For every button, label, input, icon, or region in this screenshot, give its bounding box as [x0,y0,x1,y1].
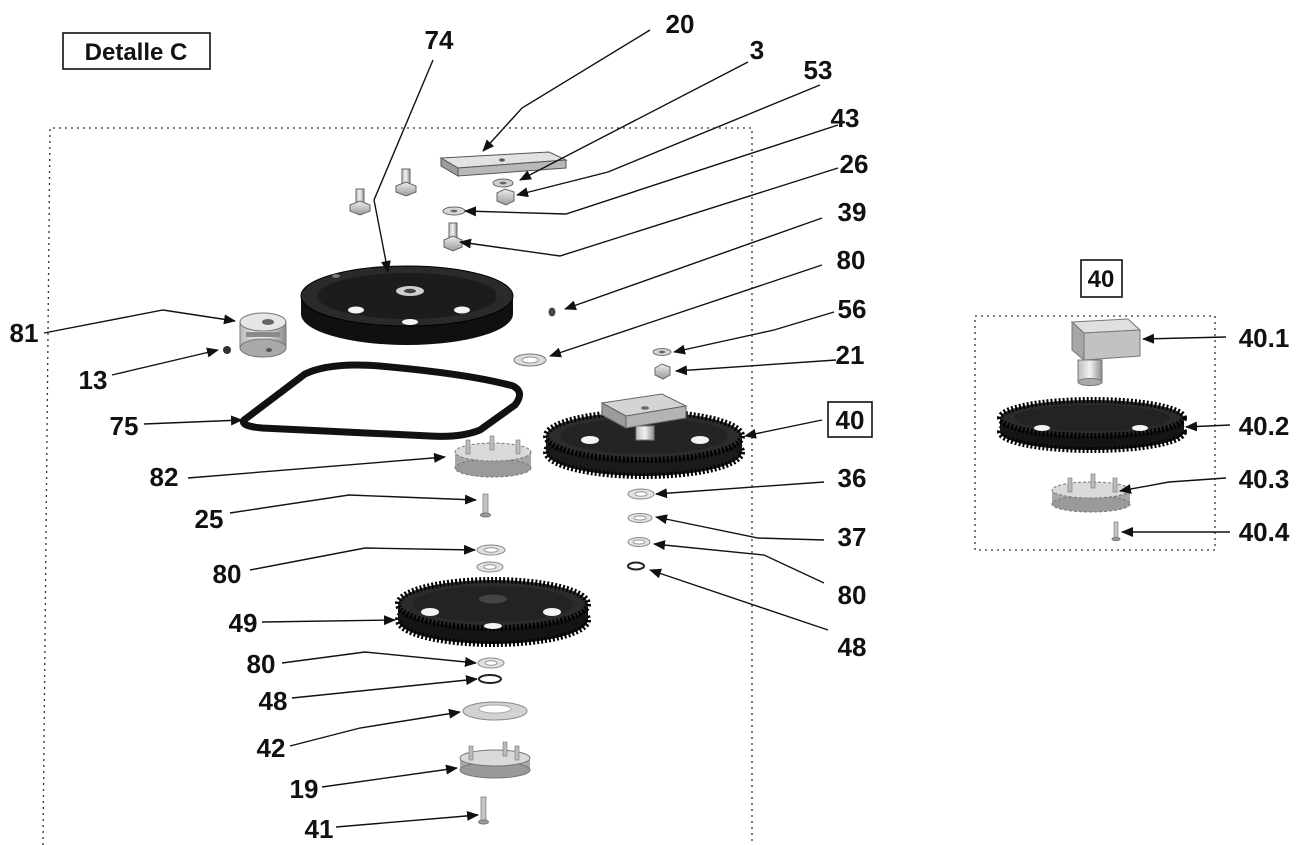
part-pulley-74 [300,265,514,345]
part-washer-37 [627,513,653,523]
label-80-top: 80 [837,245,866,275]
label-48-lower: 48 [259,686,288,716]
label-25: 25 [195,504,224,534]
part-nut-21 [654,363,671,380]
label-41: 41 [305,814,334,844]
part-washer-80-upper-right [513,353,547,367]
label-37: 37 [838,522,867,552]
label-40-1: 40.1 [1239,323,1290,353]
part-setscrew-13 [223,346,231,354]
part-flange-bolt-right [395,168,417,197]
label-48-right: 48 [838,632,867,662]
label-81: 81 [10,318,39,348]
sub-detail-frame [974,315,1216,551]
part-gear-40-2 [997,397,1187,453]
part-washer-3 [492,178,514,188]
part-setscrew-39 [548,307,556,317]
label-40-boxed: 40 [827,401,873,438]
label-56: 56 [838,294,867,324]
part-washer-36 [627,488,655,500]
part-circlip-48-right [627,561,645,571]
part-washer-56 [652,348,672,356]
label-80-center: 80 [213,559,242,589]
part-washer-80-right [627,537,651,547]
part-circlip-48-lower [478,674,502,684]
part-gear-assembly-40 [543,393,745,479]
label-3: 3 [750,35,764,65]
svg-text:40: 40 [836,405,865,435]
label-75: 75 [110,411,139,441]
part-screw-40-4 [1111,521,1121,542]
label-82: 82 [150,462,179,492]
part-hub-19 [459,741,531,779]
leader-lines [43,29,1231,828]
part-screw-41 [478,796,489,825]
label-26: 26 [840,149,869,179]
part-plate-20 [439,151,568,177]
part-bolt-26 [443,222,463,252]
svg-text:40: 40 [1088,266,1115,293]
part-washer-80-lower [477,657,505,669]
label-74: 74 [425,25,454,55]
part-washer-42 [462,701,528,721]
sub-detail-title: 40 [1080,259,1123,298]
label-20: 20 [666,9,695,39]
part-screw-25 [480,493,491,518]
part-washer-43 [442,206,466,216]
part-nut-53 [496,188,515,206]
label-19: 19 [290,774,319,804]
label-80-lower: 80 [247,649,276,679]
label-21: 21 [836,340,865,370]
label-53: 53 [804,55,833,85]
label-40-3: 40.3 [1239,464,1290,494]
svg-text:Detalle C: Detalle C [85,39,188,66]
label-39: 39 [838,197,867,227]
label-43: 43 [831,103,860,133]
part-pinion-82 [454,435,532,478]
label-40-4: 40.4 [1239,517,1290,547]
part-bracket-40-1 [1070,318,1142,386]
label-36: 36 [838,463,867,493]
part-washer-center-lower [476,561,504,573]
part-flange-bolt-left [349,188,371,216]
detail-title: Detalle C [62,32,211,70]
part-pinion-40-3 [1051,473,1131,513]
part-gear-49 [395,577,591,647]
part-small-pulley-81 [239,312,287,358]
label-13: 13 [79,365,108,395]
label-80-right: 80 [838,580,867,610]
callout-labels: 20 3 53 43 26 39 80 56 21 40 36 37 80 48… [10,9,1290,844]
label-49: 49 [229,608,258,638]
label-40-2: 40.2 [1239,411,1290,441]
part-belt-75 [239,361,523,440]
label-42: 42 [257,733,286,763]
part-washer-80-center-upper [476,544,506,556]
